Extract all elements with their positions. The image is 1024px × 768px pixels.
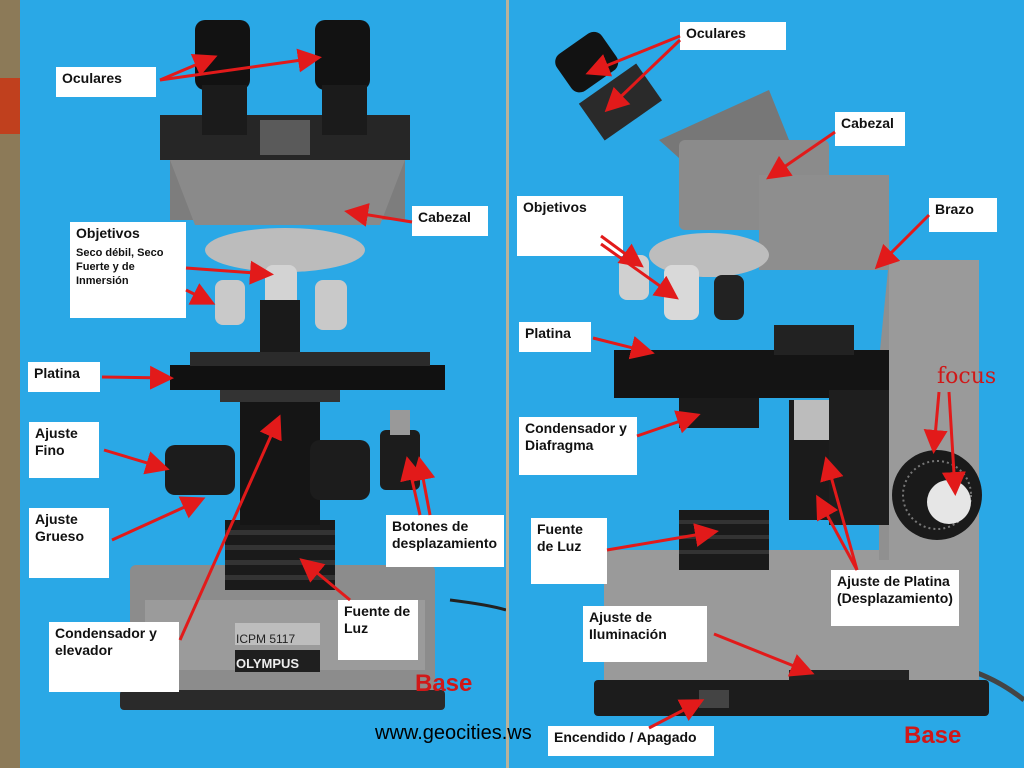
- label-objetivos-detail: Seco débil, Seco Fuerte y de Inmersión: [76, 247, 164, 287]
- brand-logo-plate: [235, 650, 320, 672]
- label-cabezal-side: Cabezal: [835, 112, 905, 146]
- label-ajuste-platina: Ajuste de Platina (Desplazamiento): [831, 570, 959, 626]
- stage-drive-knobs: [380, 430, 420, 490]
- brand-logo: OLYMPUS: [236, 656, 300, 671]
- label-botones-desplazamiento: Botones de desplazamiento: [386, 515, 504, 567]
- label-objetivos-side: Objetivos: [517, 196, 623, 256]
- power-switch: [699, 690, 729, 708]
- label-encendido-apagado: Encendido / Apagado: [548, 726, 714, 756]
- coarse-focus-knob-right: [310, 440, 370, 500]
- side-light-source: [679, 510, 769, 570]
- label-oculares-front: Oculares: [56, 67, 156, 97]
- label-objetivos-front: Objetivos Seco débil, Seco Fuerte y de I…: [70, 222, 186, 318]
- label-base-front: Base: [415, 670, 473, 697]
- eyepiece-right: [315, 20, 370, 90]
- stage: [170, 365, 445, 390]
- label-fuente-luz-front: Fuente de Luz: [338, 600, 418, 660]
- label-ajuste-fino: Ajuste Fino: [29, 422, 99, 478]
- model-plate-text: ICPM 5117: [236, 632, 296, 646]
- label-base-side: Base: [904, 722, 962, 749]
- illumination-slots: [789, 670, 909, 680]
- base-foot: [120, 690, 445, 710]
- label-objetivos-title: Objetivos: [76, 225, 140, 241]
- fine-focus-knob-left: [165, 445, 235, 495]
- label-platina-front: Platina: [28, 362, 100, 392]
- label-fuente-luz-side: Fuente de Luz: [531, 518, 607, 584]
- source-url: www.geocities.ws: [375, 722, 532, 744]
- label-platina-side: Platina: [519, 322, 591, 352]
- label-condensador-diafragma: Condensador y Diafragma: [519, 417, 637, 475]
- side-view-panel: Oculares Cabezal Objetivos Brazo Platina…: [509, 0, 1024, 768]
- nosepiece: [205, 228, 365, 272]
- front-view-panel: Oculares Cabezal Objetivos Seco débil, S…: [20, 0, 506, 768]
- label-focus: focus: [937, 364, 997, 389]
- label-oculares-side: Oculares: [680, 22, 786, 50]
- eyepiece-left: [195, 20, 250, 90]
- slide-accent-mark: [0, 78, 20, 134]
- label-brazo: Brazo: [929, 198, 997, 232]
- label-ajuste-iluminacion: Ajuste de Iluminación: [583, 606, 707, 662]
- label-condensador-elevador: Condensador y elevador: [49, 622, 179, 692]
- label-cabezal-front: Cabezal: [412, 206, 488, 236]
- slide-left-bar: [0, 0, 20, 768]
- label-ajuste-grueso: Ajuste Grueso: [29, 508, 109, 578]
- side-base-foot: [594, 680, 989, 716]
